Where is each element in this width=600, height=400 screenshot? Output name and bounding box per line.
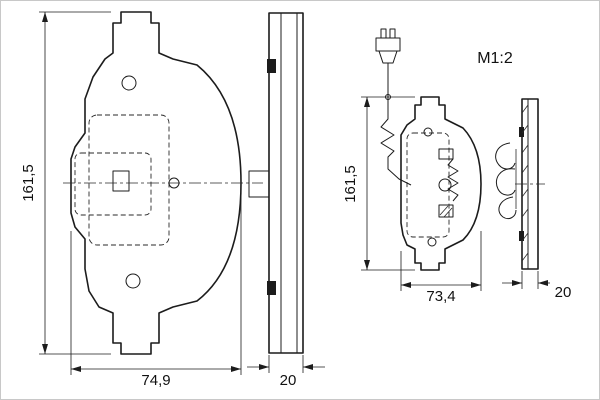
arrowhead-down <box>364 260 370 270</box>
dim-label-left-height: 161,5 <box>20 164 37 202</box>
left-pad-outline <box>70 11 242 355</box>
scale-label: M1:2 <box>477 50 513 67</box>
hatching <box>521 104 529 262</box>
hatch-line <box>439 205 449 216</box>
arrowhead-left <box>401 282 411 288</box>
right-pad-front-view <box>375 28 482 271</box>
sensor-bracket-bottom <box>438 204 454 218</box>
spring-hook-middle <box>495 168 516 196</box>
mounting-hole-top <box>121 75 137 91</box>
arrowhead-right <box>231 366 241 372</box>
arrowhead-up <box>42 12 48 22</box>
dim-label-left-thickness: 20 <box>280 372 297 389</box>
arrowhead-up <box>364 97 370 107</box>
mounting-hole-bottom <box>427 237 437 247</box>
section-mark-bottom <box>519 231 524 241</box>
left-width-dimension: 74,9 <box>70 193 242 389</box>
left-pad-side-view <box>248 12 304 354</box>
dim-label-right-width: 73,4 <box>426 288 455 305</box>
left-side-thickness-dimension: 20 <box>247 355 325 389</box>
connector-pin <box>389 28 396 39</box>
section-mark-top <box>267 59 276 73</box>
sensor-eyelet <box>438 178 452 192</box>
sensor-assembly <box>438 148 459 218</box>
piston-contact-tab <box>248 170 270 198</box>
arrowhead-in-left <box>259 364 269 370</box>
sensor-mount-slot <box>112 170 130 192</box>
arrowhead-in-left <box>512 280 522 286</box>
right-height-dimension: 161,5 <box>342 96 415 271</box>
arrowhead-down <box>42 344 48 354</box>
sensor-wire <box>380 63 412 186</box>
right-pad-side-view <box>515 98 545 270</box>
left-pad-front-view <box>63 11 263 355</box>
right-pad-outline <box>400 96 482 271</box>
right-side-thickness-dimension: 20 <box>502 271 571 301</box>
arrowhead-in-right <box>538 280 548 286</box>
hatch-line <box>443 207 453 218</box>
sensor-spring <box>447 158 459 202</box>
arrowhead-right <box>471 282 481 288</box>
connector-body <box>375 37 401 52</box>
retaining-spring-clip <box>495 142 517 220</box>
section-mark-bottom <box>267 281 276 295</box>
dim-label-right-height: 161,5 <box>342 165 359 203</box>
dim-label-left-width: 74,9 <box>141 372 170 389</box>
mounting-hole-top <box>423 127 433 137</box>
right-width-dimension: 73,4 <box>400 231 482 305</box>
spring-hook-lower <box>498 196 517 220</box>
dim-label-right-thickness: 20 <box>555 284 572 301</box>
arrowhead-in-right <box>303 364 313 370</box>
spring-hook-upper <box>495 142 516 170</box>
friction-material-dashed-inner <box>74 152 152 216</box>
left-height-dimension: 161,5 <box>20 11 111 355</box>
mounting-hole-bottom <box>125 273 141 289</box>
sensor-bracket-top <box>438 148 454 160</box>
wear-sensor <box>375 28 412 186</box>
friction-material-dashed-outline <box>406 132 450 238</box>
arrowhead-left <box>71 366 81 372</box>
connector-pin <box>380 28 387 39</box>
section-mark-top <box>519 127 524 137</box>
friction-material-dashed-outline <box>88 114 170 246</box>
connector-boot <box>378 50 398 64</box>
